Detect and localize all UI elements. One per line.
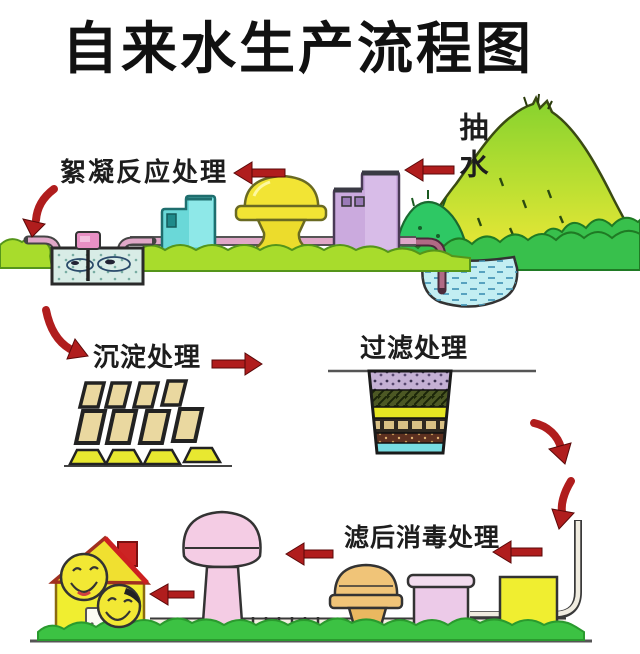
arrow-to-homes <box>149 583 195 606</box>
happy-person <box>59 552 109 602</box>
happy-person <box>96 583 142 629</box>
stage-label-filtration: 过滤处理 <box>360 333 469 363</box>
stage-label-flocculation: 絮凝反应处理 <box>60 157 229 187</box>
filtration-pit <box>328 369 536 455</box>
cyan-building <box>160 194 217 252</box>
water-swirl <box>97 256 131 272</box>
purple-building <box>332 170 401 254</box>
grass-top <box>0 236 471 272</box>
arrow-pump-to-plant <box>404 158 455 182</box>
arrow-plant-left <box>233 161 286 185</box>
stage-label-pump: 抽水 <box>455 112 487 186</box>
distribution-scene <box>30 510 592 643</box>
filter-layer-water <box>369 443 451 453</box>
mountain-trees <box>476 177 565 236</box>
arrow-down-to-floc <box>22 185 58 238</box>
mountain-peak-tufts <box>523 93 553 110</box>
flow-arrows <box>22 158 575 606</box>
water-swirl <box>66 258 94 272</box>
foothill-tufts <box>411 190 447 207</box>
sedimentation-tanks <box>64 379 232 467</box>
arrow-filtration-down-1 <box>530 419 572 465</box>
arrow-to-filtration <box>211 352 263 376</box>
arrow-to-sedimentation <box>42 306 89 360</box>
cyan-building-door <box>166 213 177 228</box>
pink-water-tower <box>182 510 262 638</box>
arrow-to-disinfection <box>492 540 543 564</box>
stage-label-sedimentation: 沉淀处理 <box>93 342 202 372</box>
source-mountain-scene <box>347 93 640 308</box>
stage-label-disinfection: 滤后消毒处理 <box>344 524 501 552</box>
flocculation-tank <box>23 231 157 286</box>
arrow-disinfection-left <box>285 542 334 566</box>
page-title: 自来水生产流程图 <box>62 17 534 80</box>
filter-layer-sand <box>369 407 451 418</box>
yellow-water-tower-top <box>234 174 328 253</box>
arrow-filtration-down-2 <box>551 477 575 530</box>
